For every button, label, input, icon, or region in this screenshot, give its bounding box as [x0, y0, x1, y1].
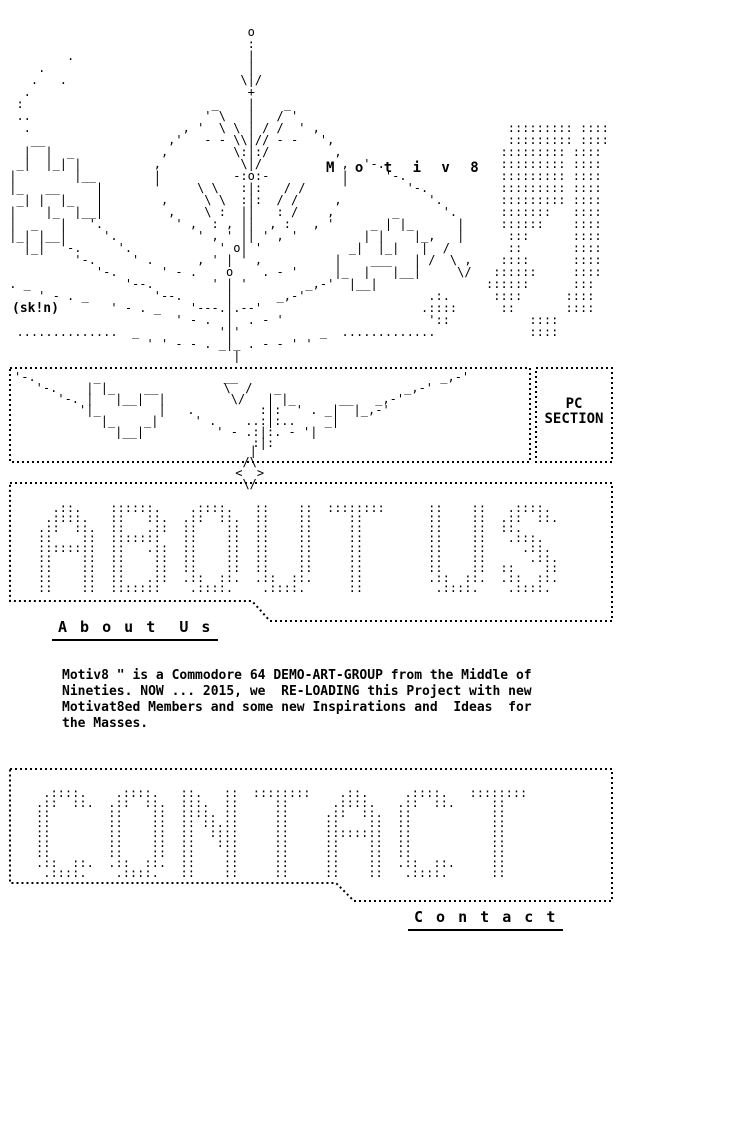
intro-paragraph: Motiv8 " is a Commodore 64 DEMO-ART-GROU… — [62, 668, 532, 731]
pc-section-link[interactable]: PC SECTION — [544, 396, 604, 427]
about-us-link[interactable]: A b o u t U s — [52, 618, 219, 641]
contact-link[interactable]: C o n t a c t — [408, 908, 564, 931]
page-title: M o t i v 8 — [326, 160, 485, 176]
about-us-banner-art: .::. ::::::. .::::. :: :: :::::::: :: ::… — [38, 501, 559, 595]
header-frame-art: '-. _ __ _,-' '-. | |_ __ \ / _ _,-' '-.… — [14, 370, 470, 450]
contact-banner-art: .::::. .::::. ::. :: :::::::: .::. .::::… — [36, 786, 528, 880]
antenna-diamond-art: | /\ < > \/ — [235, 444, 265, 491]
artist-signature: (sk!n) — [12, 301, 59, 316]
header-ascii-art: o : . | . | . . \|/ . + : — [9, 25, 609, 363]
